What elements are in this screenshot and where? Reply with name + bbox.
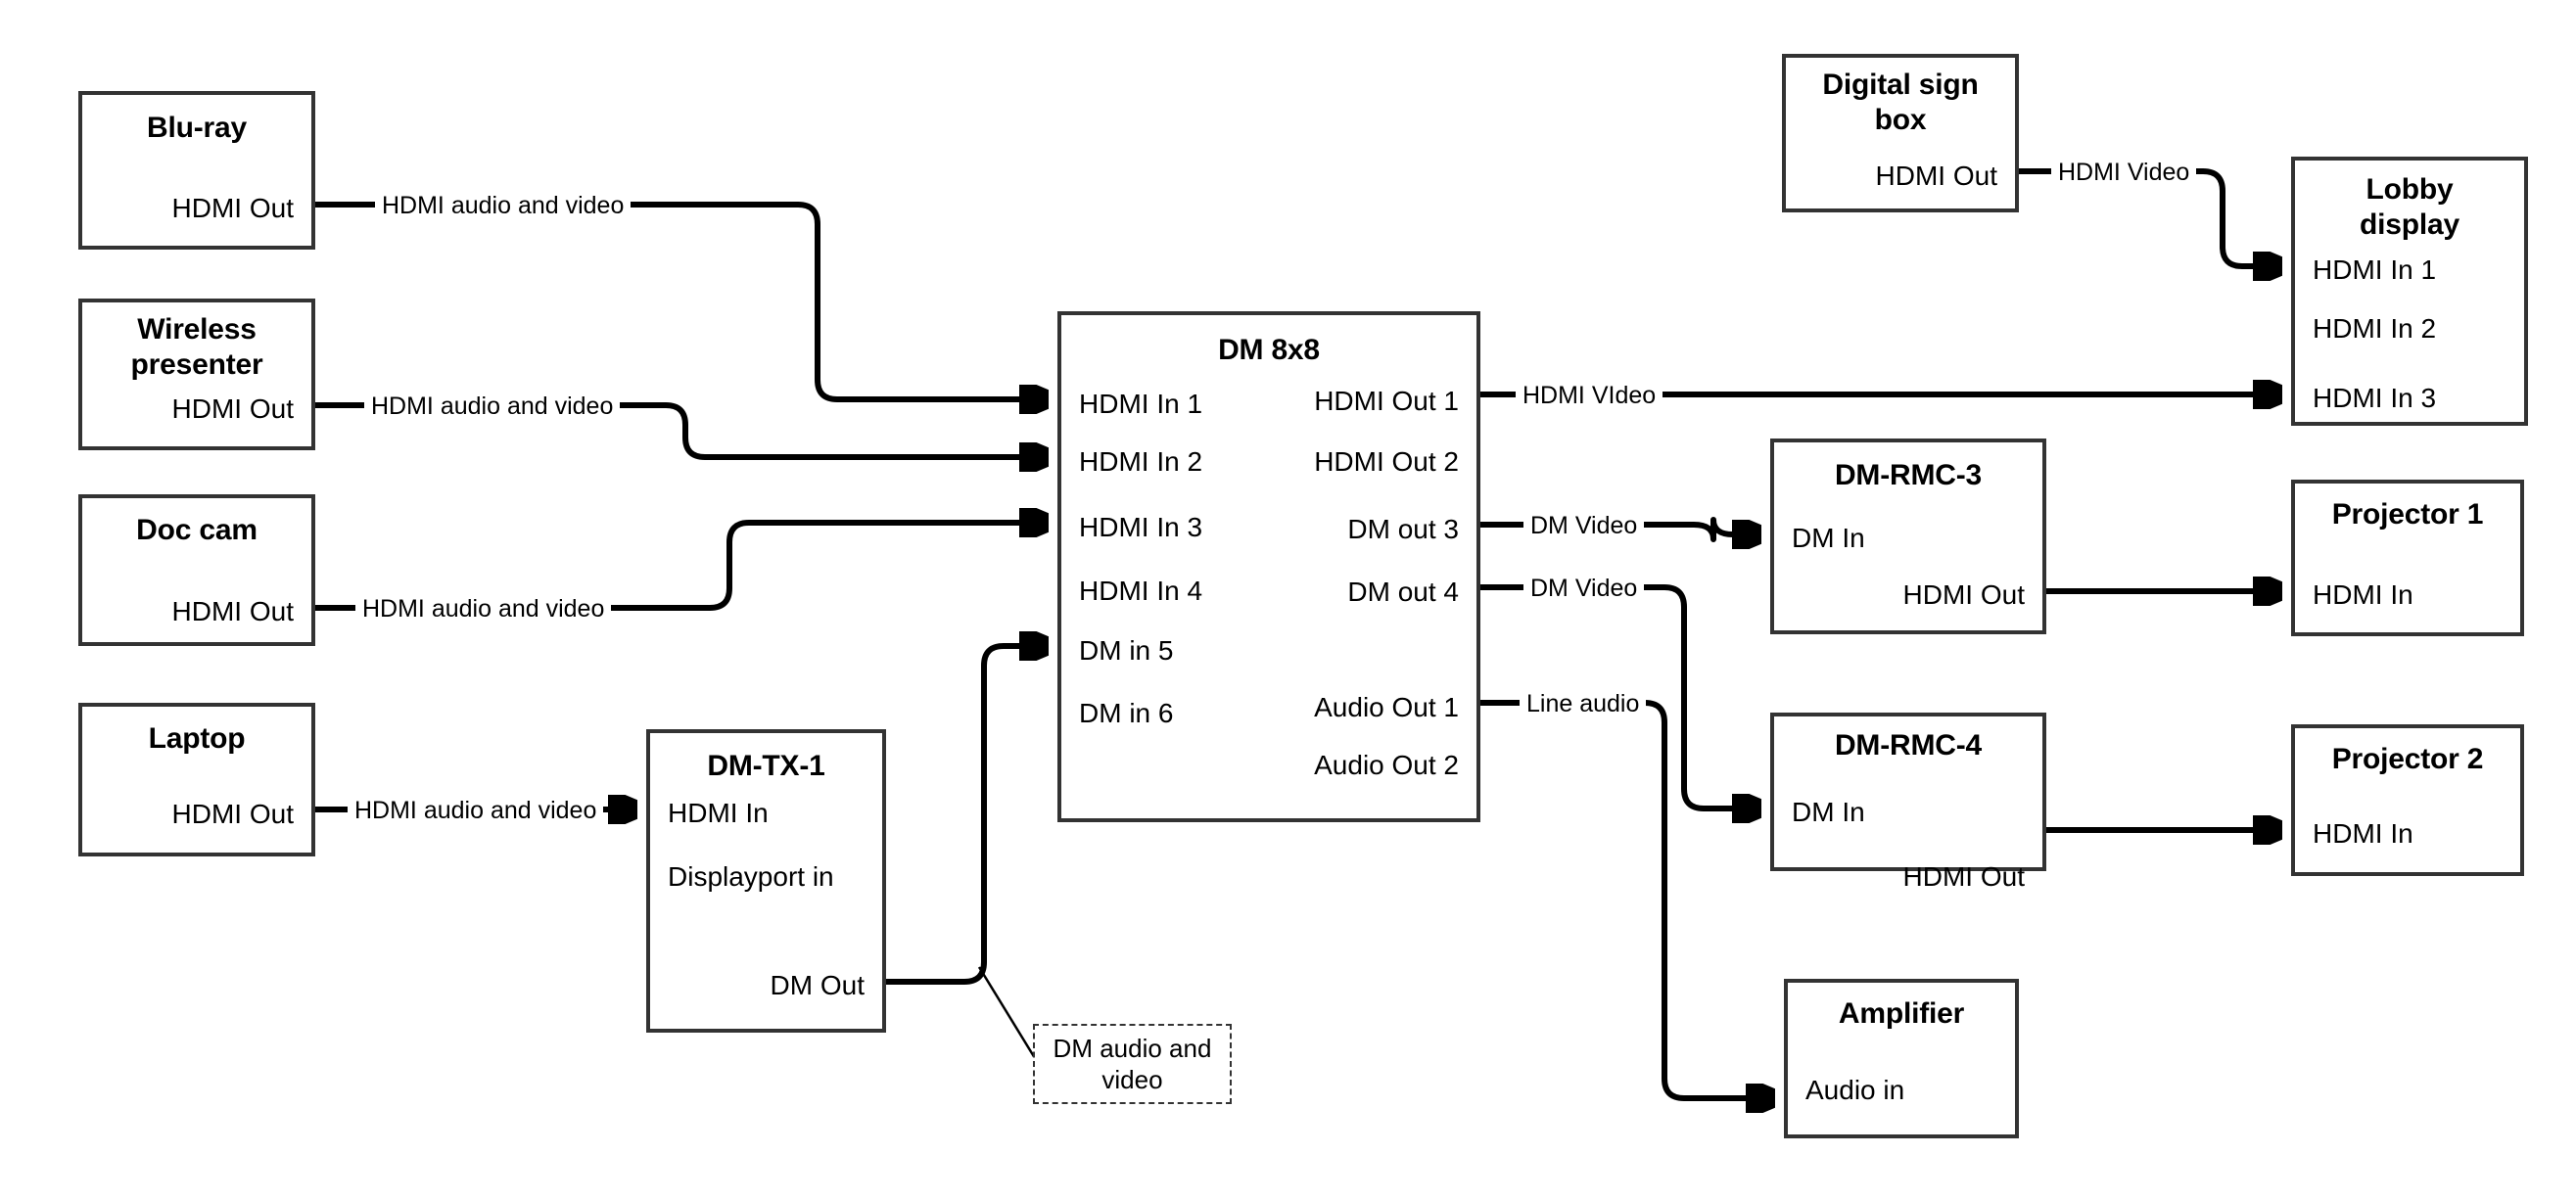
device-dm-rmc-4[interactable]: DM-RMC-4 DM In HDMI Out <box>1770 713 2046 892</box>
device-title-line1: Lobby <box>2365 173 2454 206</box>
port-dm-in-5: DM in 5 <box>1079 635 1174 666</box>
link-label-doccam-hdmi-av: HDMI audio and video <box>355 595 612 623</box>
port-dm-out-3: DM out 3 <box>1347 514 1459 544</box>
link-label-wireless-hdmi-av: HDMI audio and video <box>364 393 621 420</box>
device-projector-2[interactable]: Projector 2 HDMI In <box>2291 724 2524 876</box>
port-hdmi-out-1: HDMI Out 1 <box>1314 386 1459 416</box>
device-title: Projector 2 <box>2331 743 2484 775</box>
port-hdmi-in: HDMI In <box>668 798 769 828</box>
port-hdmi-out: HDMI Out <box>1902 861 2025 892</box>
port-hdmi-in-2: HDMI In 2 <box>1079 446 1203 477</box>
device-wireless-presenter[interactable]: Wireless presenter HDMI Out <box>78 299 315 450</box>
port-hdmi-in-1: HDMI In 1 <box>2313 254 2437 285</box>
callout-line2: video <box>1101 1065 1163 1094</box>
link-label-line-audio: Line audio <box>1520 690 1647 717</box>
device-dm-tx-1[interactable]: DM-TX-1 HDMI In Displayport in DM Out <box>646 729 886 1033</box>
device-title-line1: Digital sign <box>1822 69 1979 101</box>
link-label-dm-out4-video: DM Video <box>1523 575 1645 602</box>
device-title-line2: box <box>1874 104 1927 136</box>
port-hdmi-out-2: HDMI Out 2 <box>1314 446 1459 477</box>
device-laptop[interactable]: Laptop HDMI Out <box>78 703 315 856</box>
device-digital-sign-box[interactable]: Digital sign box HDMI Out <box>1782 54 2019 212</box>
port-hdmi-in-1: HDMI In 1 <box>1079 389 1203 419</box>
device-title: Blu-ray <box>147 112 247 144</box>
port-displayport-in: Displayport in <box>668 861 834 892</box>
port-audio-out-1: Audio Out 1 <box>1314 692 1459 722</box>
device-title: Amplifier <box>1838 997 1965 1030</box>
device-title-line2: presenter <box>130 348 263 381</box>
device-amplifier[interactable]: Amplifier Audio in <box>1784 979 2019 1138</box>
port-audio-in: Audio in <box>1805 1075 1905 1105</box>
port-audio-out-2: Audio Out 2 <box>1314 750 1459 780</box>
device-title: DM-RMC-3 <box>1834 459 1983 491</box>
link-label-sign-hdmi-video: HDMI Video <box>2051 159 2197 186</box>
callout-leader-line <box>977 966 1040 1064</box>
port-hdmi-out: HDMI Out <box>171 193 294 223</box>
port-hdmi-in: HDMI In <box>2313 579 2413 610</box>
device-title: Doc cam <box>136 514 258 546</box>
wire-bluray-to-hdmi-in-1 <box>315 202 1046 399</box>
device-title-line1: Wireless <box>137 313 257 346</box>
port-hdmi-out: HDMI Out <box>171 596 294 626</box>
link-label-bluray-hdmi-av: HDMI audio and video <box>375 192 632 219</box>
port-hdmi-out: HDMI Out <box>1875 161 1997 191</box>
device-title: Laptop <box>148 722 246 755</box>
port-hdmi-in-2: HDMI In 2 <box>2313 313 2437 344</box>
device-lobby-display[interactable]: Lobby display HDMI In 1 HDMI In 2 HDMI I… <box>2291 157 2528 426</box>
device-projector-1[interactable]: Projector 1 HDMI In <box>2291 480 2524 636</box>
port-hdmi-out: HDMI Out <box>1902 579 2025 610</box>
device-doc-cam[interactable]: Doc cam HDMI Out <box>78 494 315 646</box>
device-dm-8x8[interactable]: DM 8x8 HDMI In 1 HDMI In 2 HDMI In 3 HDM… <box>1057 311 1480 822</box>
port-hdmi-in-3: HDMI In 3 <box>1079 512 1203 542</box>
port-dm-out-4: DM out 4 <box>1347 577 1459 607</box>
link-label-laptop-hdmi-av: HDMI audio and video <box>348 797 604 824</box>
wire-dmtx-to-dm-in-5 <box>886 646 1046 985</box>
device-bluray[interactable]: Blu-ray HDMI Out <box>78 91 315 250</box>
port-hdmi-out: HDMI Out <box>171 393 294 424</box>
device-title: Projector 1 <box>2331 498 2484 531</box>
wire-audio-out-1-to-amplifier <box>1480 700 1772 1098</box>
port-dm-in-6: DM in 6 <box>1079 698 1174 728</box>
device-title: DM-TX-1 <box>707 750 825 782</box>
device-dm-rmc-3[interactable]: DM-RMC-3 DM In HDMI Out <box>1770 439 2046 634</box>
link-label-dm-out3-video: DM Video <box>1523 512 1645 539</box>
device-title-line2: display <box>2360 208 2459 241</box>
device-title: DM 8x8 <box>1218 334 1320 366</box>
port-hdmi-out: HDMI Out <box>171 799 294 829</box>
port-hdmi-in-3: HDMI In 3 <box>2313 383 2437 413</box>
port-dm-in: DM In <box>1792 523 1865 553</box>
port-hdmi-in-4: HDMI In 4 <box>1079 576 1203 606</box>
callout-dm-audio-and-video: DM audio and video <box>1033 1024 1232 1104</box>
device-title: DM-RMC-4 <box>1834 729 1983 762</box>
link-label-hdmi-out1-video: HDMI VIdeo <box>1516 382 1663 409</box>
callout-line1: DM audio and <box>1053 1034 1212 1063</box>
port-dm-out: DM Out <box>770 970 865 1000</box>
port-hdmi-in: HDMI In <box>2313 818 2413 849</box>
port-dm-in: DM In <box>1792 797 1865 827</box>
